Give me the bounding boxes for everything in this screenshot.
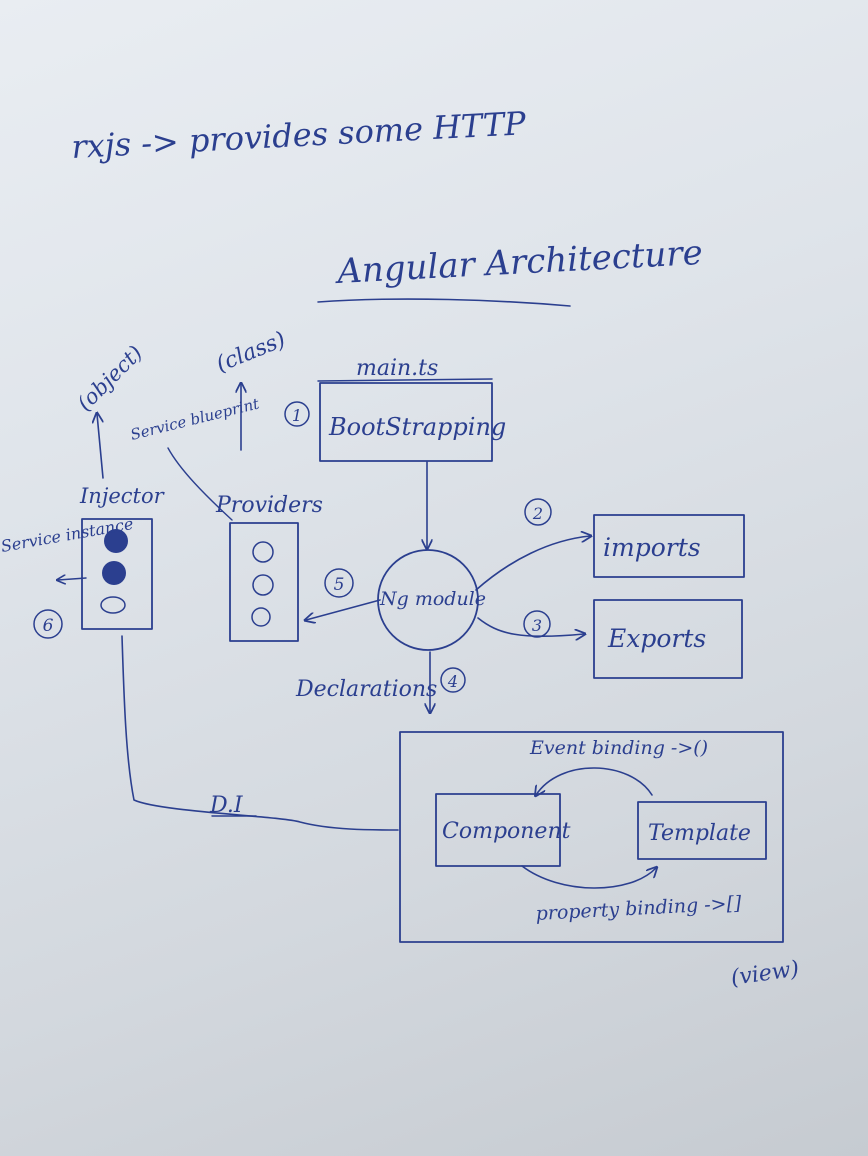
instance-arrow: [58, 578, 87, 580]
exports-box: [593, 599, 743, 679]
declarations-label: Declarations: [295, 677, 437, 702]
view-caption: (view): [729, 957, 800, 991]
ngmodule-to-providers-arrow: [306, 599, 381, 620]
step-3-number: 3: [532, 616, 542, 635]
view-box: [399, 731, 784, 943]
template-box: [637, 801, 767, 860]
provider-slot-2: [252, 574, 274, 596]
object-arrow: [97, 414, 104, 479]
step-5-circle: [324, 568, 354, 598]
bootstrapping-box: [319, 382, 493, 462]
step-6-circle: [33, 609, 63, 639]
injector-box: [81, 518, 153, 630]
class-note: (class): [213, 327, 289, 377]
component-box: [435, 793, 561, 867]
instance-slot-3: [100, 596, 126, 614]
main-ts-underline: [317, 378, 493, 382]
imports-label: imports: [603, 533, 701, 562]
event-binding-arrow: [536, 767, 653, 795]
step-4-number: 4: [447, 672, 458, 691]
event-binding-label: Event binding ->(): [529, 737, 708, 759]
instance-slot-2: [102, 561, 126, 585]
property-binding-label: property binding ->[]: [535, 892, 742, 925]
bootstrapping-label: BootStrapping: [328, 413, 506, 441]
step-1-number: 1: [292, 406, 302, 425]
injector-label: Injector: [79, 484, 166, 508]
ngmodule-to-imports-arrow: [475, 536, 590, 591]
instance-slot-1: [104, 529, 128, 553]
object-note: (object): [73, 341, 148, 416]
ngmodule-to-exports-arrow: [477, 617, 584, 636]
providers-box: [229, 522, 299, 642]
step-6-number: 6: [43, 616, 54, 636]
template-label: Template: [648, 821, 751, 846]
property-binding-arrow: [521, 866, 656, 889]
step-1-circle: [284, 401, 310, 427]
step-5-number: 5: [334, 575, 345, 595]
main-ts-label: main.ts: [356, 356, 438, 381]
di-label: D.I: [209, 793, 244, 818]
service-blueprint-note: Service blueprint: [129, 394, 262, 444]
providers-label: Providers: [215, 493, 323, 518]
blueprint-to-providers-line: [167, 447, 233, 521]
step-2-circle: [524, 498, 552, 526]
step-2-number: 2: [532, 504, 543, 523]
exports-label: Exports: [607, 624, 706, 653]
step-3-circle: [523, 610, 551, 638]
provider-slot-1: [252, 541, 274, 563]
ngmodule-label: Ng module: [379, 588, 486, 610]
page-title: Angular Architecture: [333, 233, 703, 292]
header-note: rxjs -> provides some HTTP: [70, 104, 527, 166]
step-4-circle: [440, 667, 466, 693]
di-connector: [121, 635, 399, 831]
title-underline: [317, 298, 571, 307]
provider-slot-3: [251, 607, 271, 627]
component-label: Component: [442, 819, 571, 844]
imports-box: [593, 514, 745, 578]
